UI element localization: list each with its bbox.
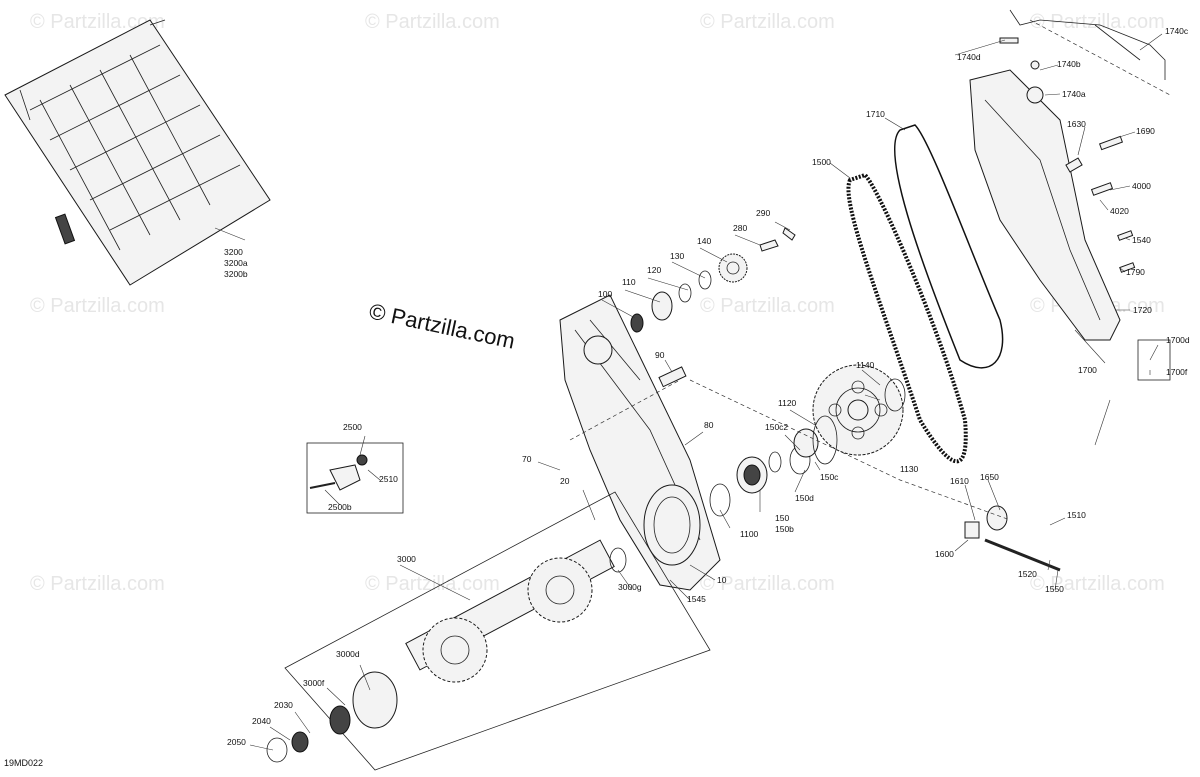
callout-120: 120: [647, 265, 661, 275]
watermark: © Partzilla.com: [30, 573, 165, 595]
callout-280: 280: [733, 223, 747, 233]
callout-150b: 150b: [775, 524, 794, 534]
callout-1520: 1520: [1018, 569, 1037, 579]
callout-150c2: 150c2: [765, 422, 788, 432]
callout-1550: 1550: [1045, 584, 1064, 594]
callout-10: 10: [717, 575, 727, 585]
bracket-kit: [306, 442, 404, 514]
callout-150c: 150c: [820, 472, 839, 482]
callout-1740c: 1740c: [1165, 26, 1189, 36]
callout-100: 100: [598, 289, 612, 299]
watermark: © Partzilla.com: [1030, 11, 1165, 33]
callout-1720: 1720: [1133, 305, 1152, 315]
callout-130: 130: [670, 251, 684, 261]
small-parts: [630, 9, 1171, 572]
callout-1600: 1600: [935, 549, 954, 559]
callout-1540: 1540: [1132, 235, 1151, 245]
watermark: © Partzilla.com: [700, 295, 835, 317]
axis-lines: [569, 19, 1171, 521]
callout-3000f: 3000f: [303, 678, 325, 688]
diagram-code: 19MD022: [4, 758, 43, 768]
callout-1500: 1500: [812, 157, 831, 167]
callout-2040: 2040: [252, 716, 271, 726]
watermark: © Partzilla.com: [30, 295, 165, 317]
callout-110: 110: [622, 277, 636, 287]
callout-3000d: 3000d: [336, 649, 360, 659]
callout-140: 140: [697, 236, 711, 246]
drive-chain: [846, 124, 1004, 464]
callout-4020: 4020: [1110, 206, 1129, 216]
callout-1700f: 1700f: [1166, 367, 1188, 377]
callout-1740d: 1740d: [957, 52, 981, 62]
watermark: © Partzilla.com: [365, 573, 500, 595]
callout-90: 90: [655, 350, 665, 360]
chaincase-cover: [969, 69, 1121, 341]
drive-shaft-assembly: [266, 491, 711, 771]
callout-1510: 1510: [1067, 510, 1086, 520]
callout-1545: 1545: [687, 594, 706, 604]
callouts: 1740c 1740d 1740b 1740a 1710 1630 1690 1…: [224, 26, 1190, 747]
callout-3200b: 3200b: [224, 269, 248, 279]
callout-2510: 2510: [379, 474, 398, 484]
callout-2030: 2030: [274, 700, 293, 710]
callout-4000: 4000: [1132, 181, 1151, 191]
callout-20: 20: [560, 476, 570, 486]
callout-1740b: 1740b: [1057, 59, 1081, 69]
callout-3200: 3200: [224, 247, 243, 257]
callout-3200a: 3200a: [224, 258, 248, 268]
callout-3000g: 3000g: [618, 582, 642, 592]
callout-2500b: 2500b: [328, 502, 352, 512]
callout-70: 70: [522, 454, 532, 464]
callout-1120: 1120: [778, 398, 797, 408]
track-clip-panel: [4, 19, 271, 286]
callout-150d: 150d: [795, 493, 814, 503]
watermark: © Partzilla.com: [365, 11, 500, 33]
callout-1650: 1650: [980, 472, 999, 482]
callout-80: 80: [704, 420, 714, 430]
callout-1140: 1140: [856, 360, 875, 370]
large-sprocket: [812, 364, 904, 456]
chaincase-housing: [559, 294, 721, 591]
leader-lines: [214, 33, 1163, 751]
callout-1100: 1100: [740, 529, 759, 539]
callout-1700: 1700: [1078, 365, 1097, 375]
watermark: © Partzilla.com: [30, 11, 165, 33]
callout-1740a: 1740a: [1062, 89, 1086, 99]
callout-1790: 1790: [1126, 267, 1145, 277]
callout-1610: 1610: [950, 476, 969, 486]
callout-150: 150: [775, 513, 789, 523]
callout-1700d: 1700d: [1166, 335, 1190, 345]
callout-1710: 1710: [866, 109, 885, 119]
callout-3000: 3000: [397, 554, 416, 564]
watermark: © Partzilla.com: [700, 573, 835, 595]
callout-1690: 1690: [1136, 126, 1155, 136]
callout-2050: 2050: [227, 737, 246, 747]
brand-text: © Partzilla.com: [367, 298, 517, 353]
callout-2500: 2500: [343, 422, 362, 432]
callout-1130: 1130: [900, 464, 919, 474]
callout-1630: 1630: [1067, 119, 1086, 129]
watermark: © Partzilla.com: [700, 11, 835, 33]
callout-290: 290: [756, 208, 770, 218]
watermark: © Partzilla.com: [1030, 573, 1165, 595]
